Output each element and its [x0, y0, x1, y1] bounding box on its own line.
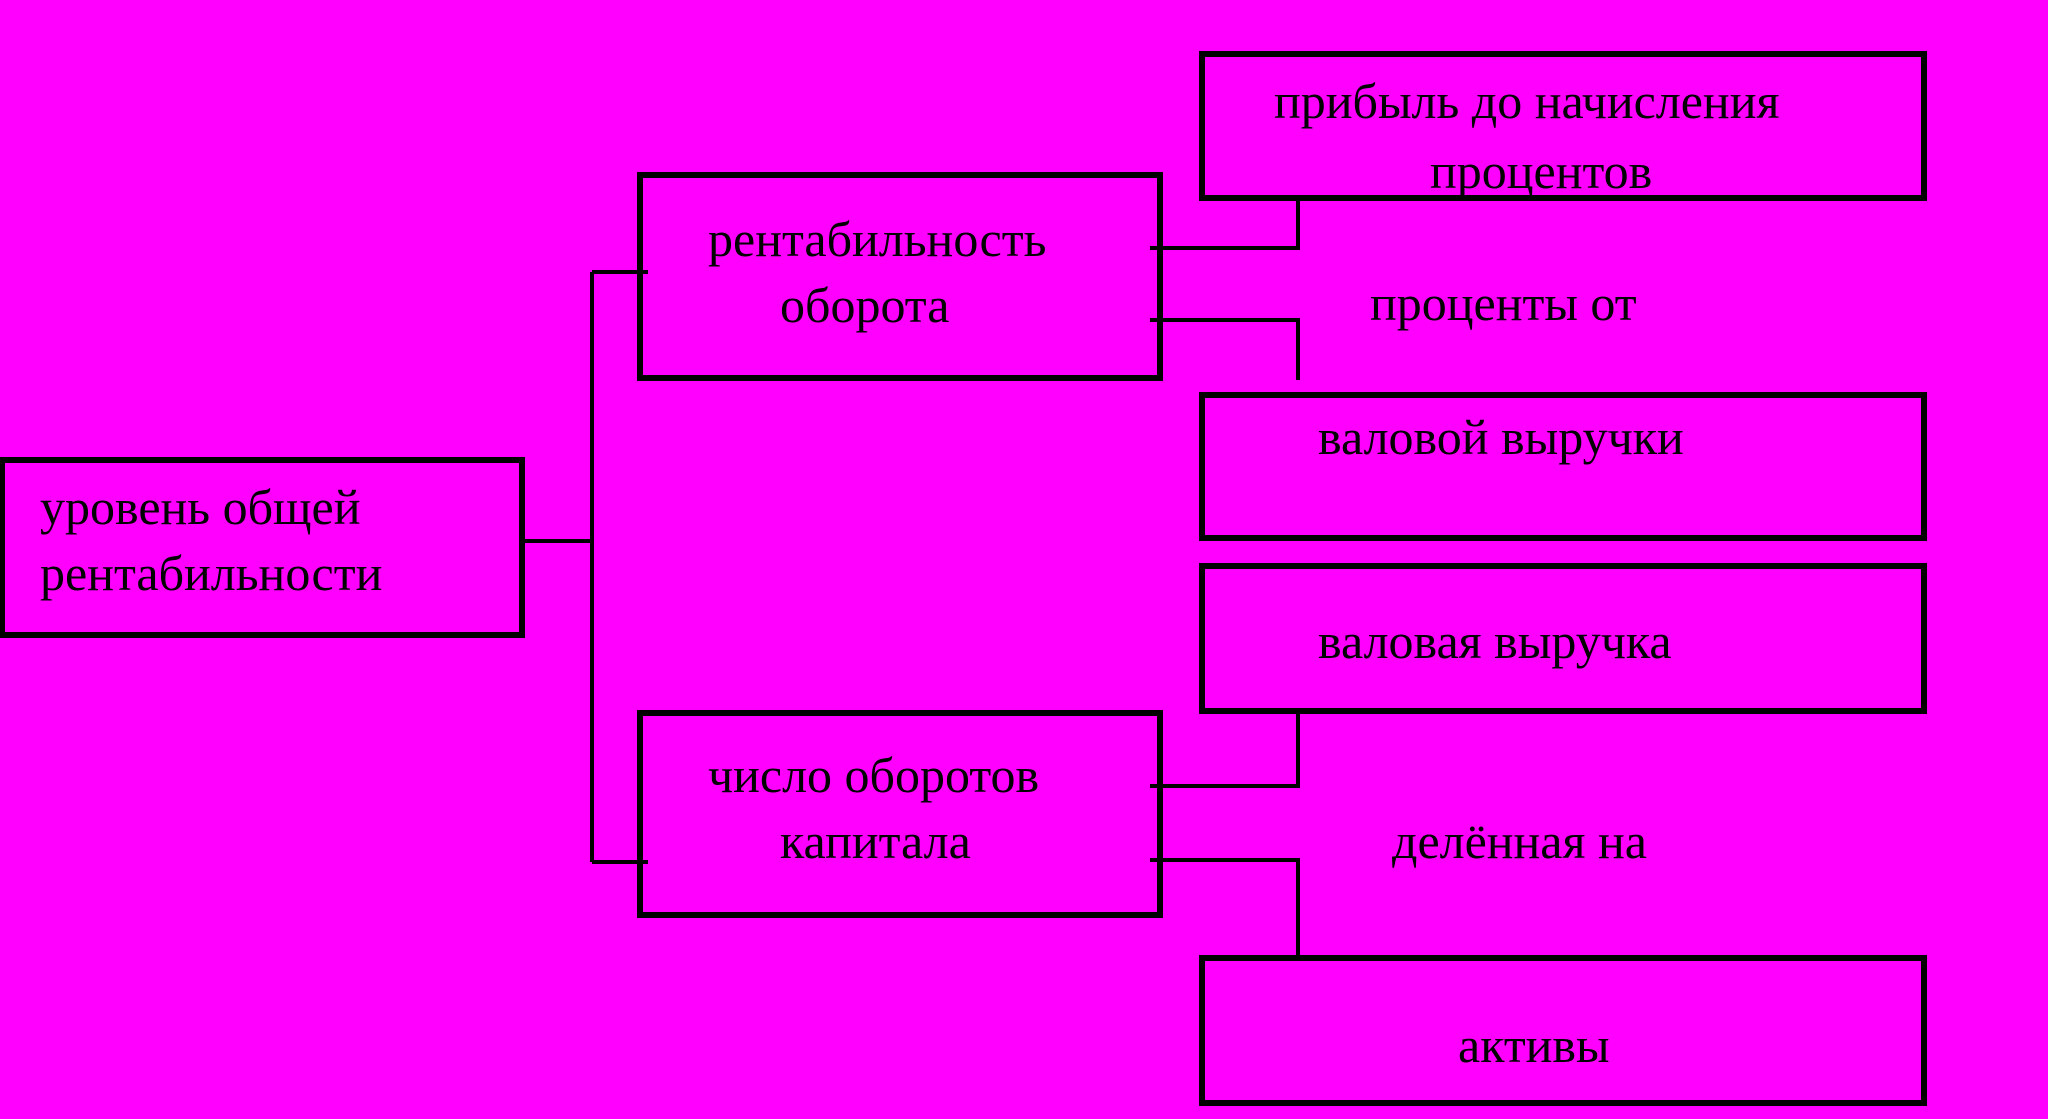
- node-turnover-profitability-line2: оборота: [780, 277, 949, 333]
- node-profit-before-interest-box: [1199, 51, 1927, 201]
- node-gross-revenue-rect: [1199, 563, 1927, 714]
- node-overall-profitability-line1: уровень общей: [40, 479, 360, 535]
- node-gross-revenue-box-text: валовой выручки: [1318, 409, 1684, 465]
- node-assets: активы: [1199, 955, 1927, 1106]
- node-turnover-profitability-line1: рентабильность: [708, 211, 1046, 267]
- connectors: [524, 196, 1300, 958]
- node-capital-turnover: число оборотов капитала: [637, 710, 1163, 918]
- node-capital-turnover-line2: капитала: [780, 813, 971, 869]
- connector-gross-revenue: [1150, 712, 1300, 788]
- node-gross-revenue-box: валовой выручки: [1199, 392, 1927, 541]
- node-assets-rect: [1199, 955, 1927, 1106]
- node-gross-revenue: валовая выручка: [1199, 563, 1927, 714]
- connector-gross-revenue-box: [1150, 318, 1300, 380]
- node-profit-before-interest: прибыль до начисления процентов: [1199, 51, 1927, 201]
- connector-profit-before-interest: [1150, 196, 1300, 250]
- node-profit-before-interest-line2: процентов: [1430, 143, 1652, 199]
- node-turnover-profitability: рентабильность оборота: [637, 172, 1163, 381]
- node-overall-profitability-box: [0, 457, 525, 638]
- label-divided-by: делённая на: [1392, 813, 1647, 869]
- node-gross-revenue-box-rect: [1199, 392, 1927, 541]
- connector-assets: [1150, 858, 1300, 958]
- node-overall-profitability-line2: рентабильности: [40, 545, 382, 601]
- node-gross-revenue-text: валовая выручка: [1318, 613, 1672, 669]
- label-percent-of: проценты от: [1370, 275, 1637, 331]
- node-capital-turnover-line1: число оборотов: [708, 747, 1039, 803]
- node-turnover-profitability-box: [637, 172, 1163, 381]
- node-profit-before-interest-line1: прибыль до начисления: [1274, 73, 1779, 129]
- node-assets-text: активы: [1458, 1017, 1610, 1073]
- node-overall-profitability: уровень общей рентабильности: [0, 457, 525, 638]
- node-capital-turnover-box: [637, 710, 1163, 918]
